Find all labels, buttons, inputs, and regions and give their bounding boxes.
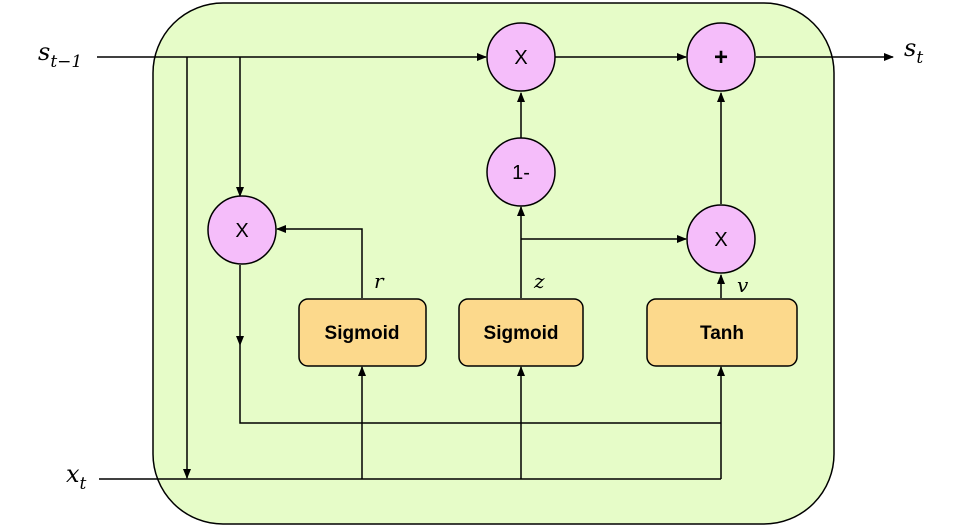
update-gate-box: Sigmoid — [458, 298, 584, 367]
multiply-right-label: X — [714, 229, 727, 251]
candidate-gate-box: Tanh — [646, 298, 798, 367]
multiply-top-label: X — [514, 47, 527, 69]
output-state-base: s — [904, 34, 916, 62]
input-label: xt — [66, 460, 87, 494]
prev-state-sub: t−1 — [50, 52, 82, 72]
multiply-right-node: X — [686, 204, 756, 274]
prev-state-label: st−1 — [38, 38, 82, 72]
candidate-gate-label: Tanh — [700, 323, 744, 344]
multiply-left-node: X — [207, 195, 277, 265]
reset-output-label: r — [374, 269, 385, 293]
candidate-output-label: v — [737, 273, 749, 297]
wire-reset-to-multiply-left — [276, 225, 363, 298]
input-sub: t — [80, 474, 87, 494]
reset-gate-box: Sigmoid — [298, 298, 427, 367]
one-minus-label: 1- — [512, 162, 530, 184]
wire-multiply-left-to-tanh — [239, 345, 721, 424]
multiply-left-label: X — [235, 220, 248, 242]
multiply-top-node: X — [486, 22, 556, 92]
update-output-label: z — [533, 269, 545, 293]
add-top-node: + — [686, 22, 756, 92]
prev-state-base: s — [38, 38, 50, 66]
output-state-label: st — [904, 34, 923, 68]
cell-background — [152, 2, 835, 525]
one-minus-node: 1- — [486, 137, 556, 207]
input-base: x — [66, 460, 80, 488]
reset-gate-label: Sigmoid — [325, 323, 400, 344]
add-top-label: + — [714, 44, 728, 71]
update-gate-label: Sigmoid — [484, 323, 559, 344]
output-state-sub: t — [916, 48, 923, 68]
